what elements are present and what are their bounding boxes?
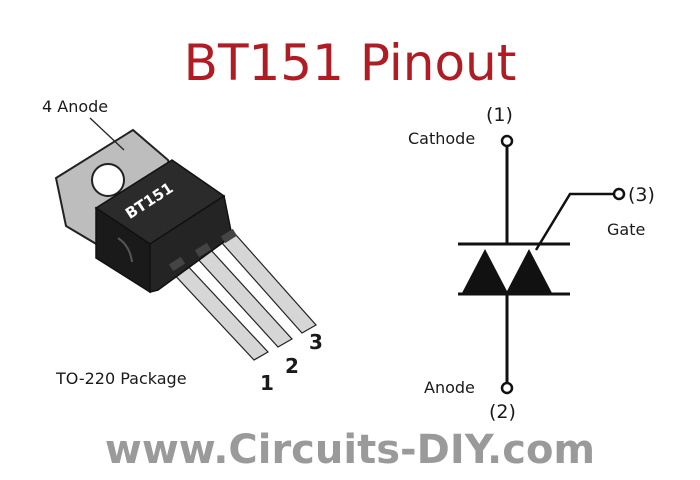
triangle-left xyxy=(462,249,508,293)
tab-label: 4 Anode xyxy=(42,97,108,116)
pin3-name: Gate xyxy=(607,220,645,239)
lead-base-3 xyxy=(220,228,238,244)
page-title: BT151 Pinout xyxy=(184,34,517,92)
gate-wire xyxy=(534,192,614,251)
pin2-number: (2) xyxy=(489,401,516,423)
pin3-number: (3) xyxy=(628,184,655,206)
terminal-2 xyxy=(500,381,514,395)
package-name: TO-220 Package xyxy=(55,369,187,388)
pin1-number: (1) xyxy=(486,104,513,126)
body-side xyxy=(149,194,233,293)
pin2-name: Anode xyxy=(424,378,475,397)
lead-base-1 xyxy=(168,256,186,272)
mounting-hole xyxy=(91,163,125,197)
tab-leader-line xyxy=(89,117,125,151)
package-pin-2: 2 xyxy=(285,354,299,378)
lead-base-2 xyxy=(194,242,212,258)
pin1-name: Cathode xyxy=(408,129,475,148)
terminal-1 xyxy=(500,134,514,148)
scr-symbol xyxy=(458,134,626,395)
package-pin-1: 1 xyxy=(260,371,274,395)
website-footer: www.Circuits-DIY.com xyxy=(105,427,595,473)
package-pin-3: 3 xyxy=(309,330,323,354)
body-notch xyxy=(117,237,133,263)
triangle-right xyxy=(506,249,552,293)
to220-package: BT151 xyxy=(54,128,317,361)
terminal-3 xyxy=(612,187,626,201)
